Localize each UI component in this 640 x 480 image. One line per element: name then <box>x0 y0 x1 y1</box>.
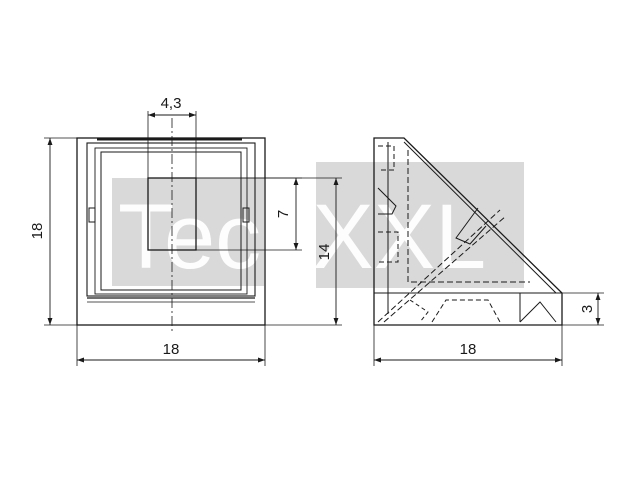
side-top-rib-2 <box>377 187 397 215</box>
watermark-box-left <box>112 178 264 286</box>
slot-width-label: 4,3 <box>161 95 182 112</box>
side-thickness-label: 3 <box>579 305 596 313</box>
side-width-label: 18 <box>460 341 477 358</box>
side-bottom-left-feature <box>409 299 429 323</box>
side-hidden-outline <box>407 150 530 283</box>
width-label: 18 <box>163 341 180 358</box>
front-right-notch <box>242 207 250 223</box>
side-bottom-right-feature <box>519 301 557 323</box>
height-label: 18 <box>29 223 46 240</box>
front-dimensions: 4,3 18 18 7 14 <box>29 95 342 366</box>
side-inner-diagonal <box>403 141 557 294</box>
watermark-box-right <box>316 162 524 288</box>
side-hidden-inner-diagonal <box>377 209 501 323</box>
inner-height-label: 14 <box>316 244 333 261</box>
side-wedge <box>455 207 487 245</box>
side-dimensions: 18 3 <box>373 292 604 366</box>
front-view <box>76 118 266 334</box>
front-left-notch <box>88 207 96 223</box>
slot-height-label: 7 <box>275 210 292 218</box>
watermark: TechXXL <box>112 162 524 288</box>
side-outer-triangle <box>373 137 563 326</box>
front-inner-frame <box>86 142 256 297</box>
side-bottom-groove <box>431 299 501 323</box>
front-inner-face <box>100 151 242 291</box>
side-view <box>373 137 563 326</box>
side-top-rib <box>378 145 395 171</box>
side-middle-rib <box>378 231 399 263</box>
watermark-text: TechXXL <box>118 186 486 288</box>
